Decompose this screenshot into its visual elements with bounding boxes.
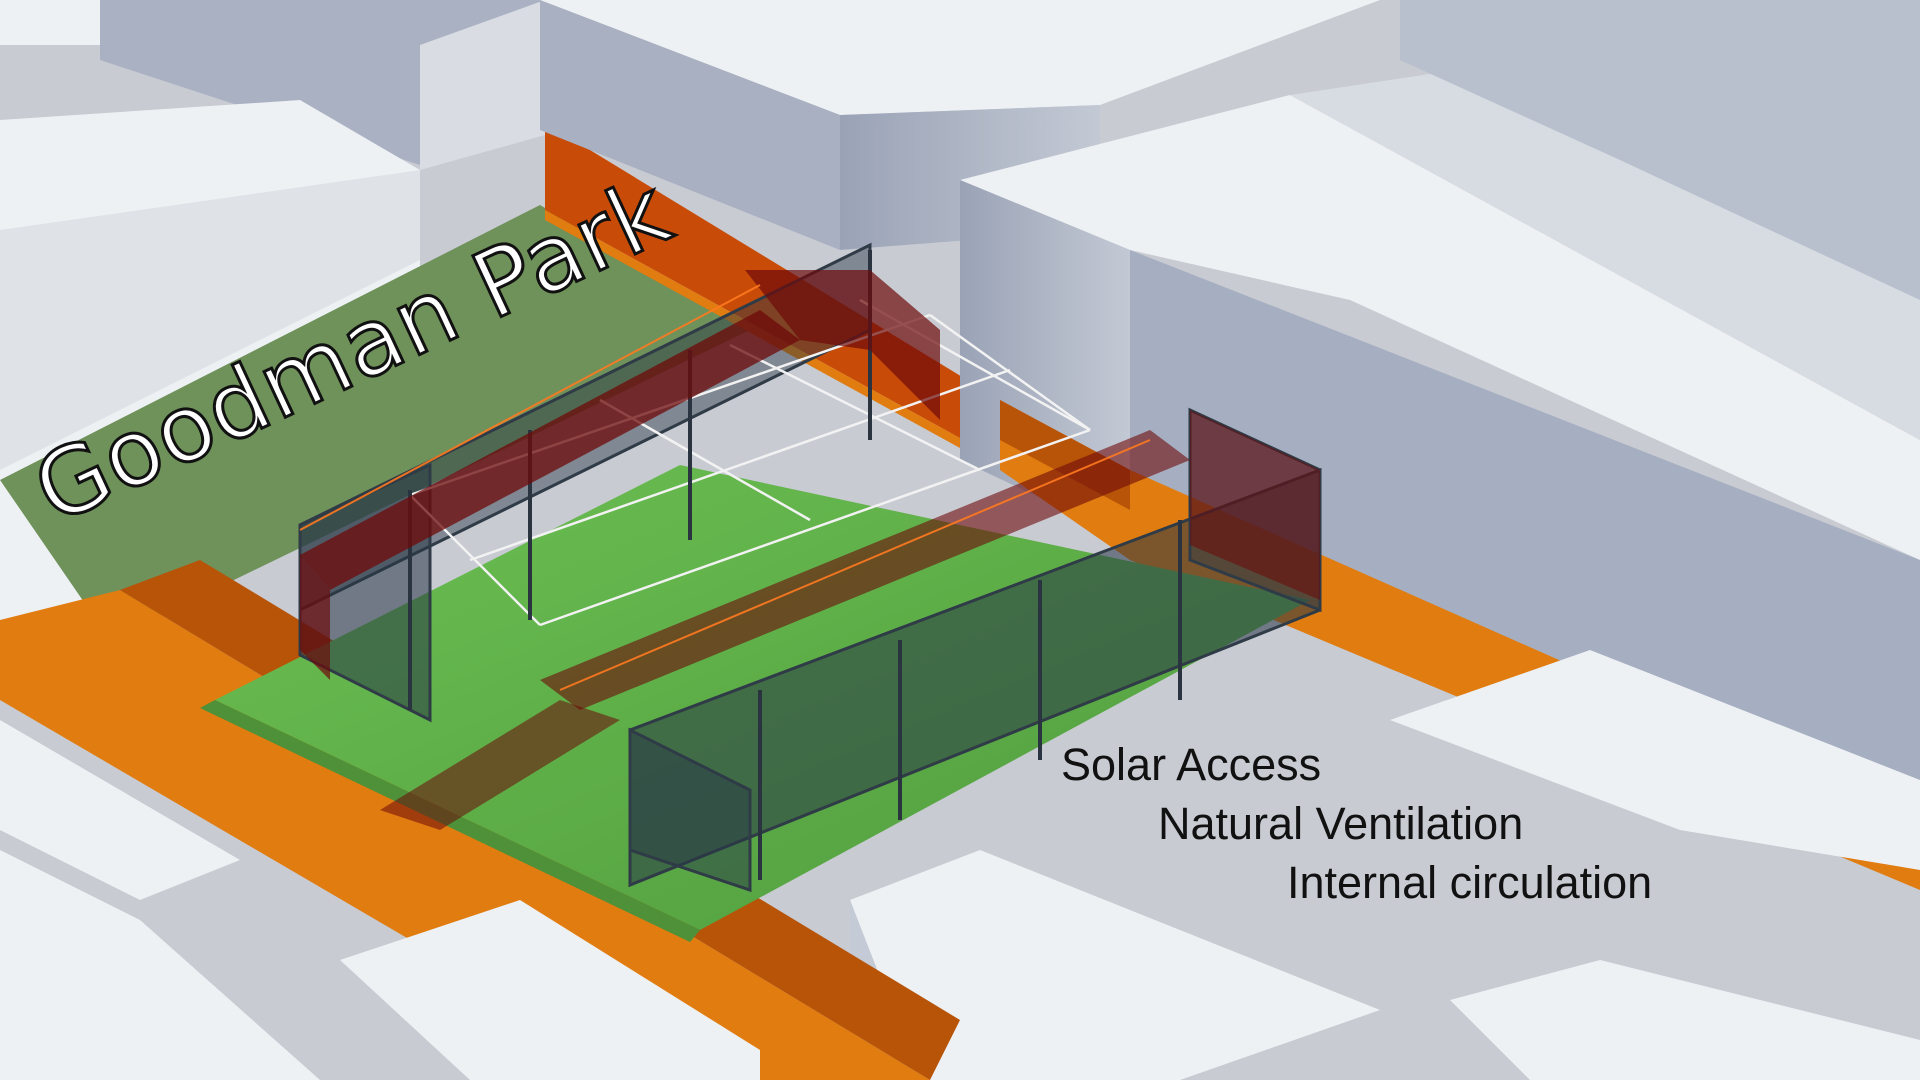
circulation-path	[300, 270, 1320, 830]
building-right	[960, 0, 1920, 830]
annotation-solar-access: Solar Access	[1061, 739, 1322, 790]
building-back-left	[0, 0, 545, 170]
circulation-highlights	[299, 284, 1151, 691]
annotation-internal-circulation: Internal circulation	[1287, 857, 1653, 908]
building-lower-left	[0, 720, 760, 1080]
building-lower-right	[850, 650, 1920, 1080]
annotation-natural-ventilation: Natural Ventilation	[1158, 798, 1524, 849]
park-lawn	[0, 205, 750, 640]
